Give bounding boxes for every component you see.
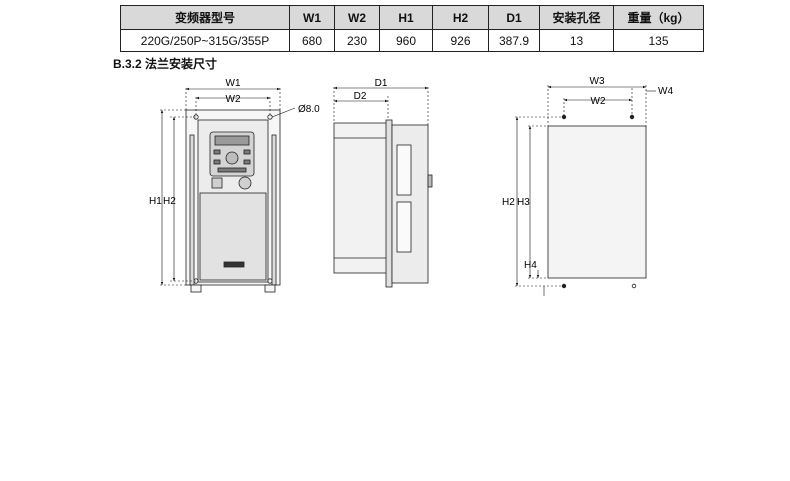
header-cell-h2: H2 — [432, 5, 489, 30]
label-d2: D2 — [354, 91, 367, 102]
label-hole-diameter: Ø8.0 — [298, 104, 320, 115]
label-h1: H1 — [149, 196, 162, 207]
side-rear-body — [333, 122, 389, 274]
cell-d1: 387.9 — [488, 29, 540, 52]
header-cell-hole-diameter: 安装孔径 — [539, 5, 614, 30]
table-header-row: 变频器型号 W1 W2 H1 H2 D1 安装孔径 重量（kg） — [120, 5, 704, 30]
cutout-mount-hole — [561, 283, 567, 289]
cutout-mount-hole — [561, 114, 567, 120]
nameplate — [223, 261, 245, 268]
label-w1: W1 — [226, 78, 241, 89]
cell-w1: 680 — [289, 29, 335, 52]
label-h3: H3 — [517, 197, 530, 208]
cutout-mount-hole — [629, 114, 635, 120]
header-cell-weight: 重量（kg） — [613, 5, 704, 30]
cell-h2: 926 — [432, 29, 489, 52]
section-title: B.3.2 法兰安装尺寸 — [113, 57, 218, 71]
keypad-knob — [225, 151, 239, 165]
label-flange-h2: H2 — [502, 197, 515, 208]
label-h4: H4 — [524, 260, 537, 271]
label-flange-w2: W2 — [591, 96, 606, 107]
cell-weight: 135 — [613, 29, 704, 52]
cutout-rectangle — [547, 125, 647, 279]
label-d1: D1 — [375, 78, 388, 89]
label-w2: W2 — [226, 94, 241, 105]
front-dimension-lines — [160, 87, 296, 286]
flange-dimension-lines — [515, 85, 656, 296]
table-row: 220G/250P~315G/355P 680 230 960 926 387.… — [120, 29, 704, 52]
header-cell-model: 变频器型号 — [120, 5, 290, 30]
side-flange — [385, 119, 393, 288]
cutout-mount-hole — [631, 283, 637, 289]
front-view-drawing — [185, 109, 281, 293]
keypad-display — [214, 135, 250, 146]
flange-cutout-drawing — [547, 114, 647, 289]
cell-model: 220G/250P~315G/355P — [120, 29, 290, 52]
label-w4: W4 — [658, 86, 673, 97]
header-cell-d1: D1 — [488, 5, 540, 30]
label-h2: H2 — [163, 196, 176, 207]
connector-port — [211, 177, 223, 189]
side-dimension-lines — [333, 86, 429, 125]
dimension-table: 变频器型号 W1 W2 H1 H2 D1 安装孔径 重量（kg） 220G/25… — [120, 5, 704, 52]
side-view-drawing — [333, 119, 433, 288]
cell-h1: 960 — [379, 29, 433, 52]
label-w3: W3 — [590, 76, 605, 87]
front-fan — [238, 176, 252, 190]
